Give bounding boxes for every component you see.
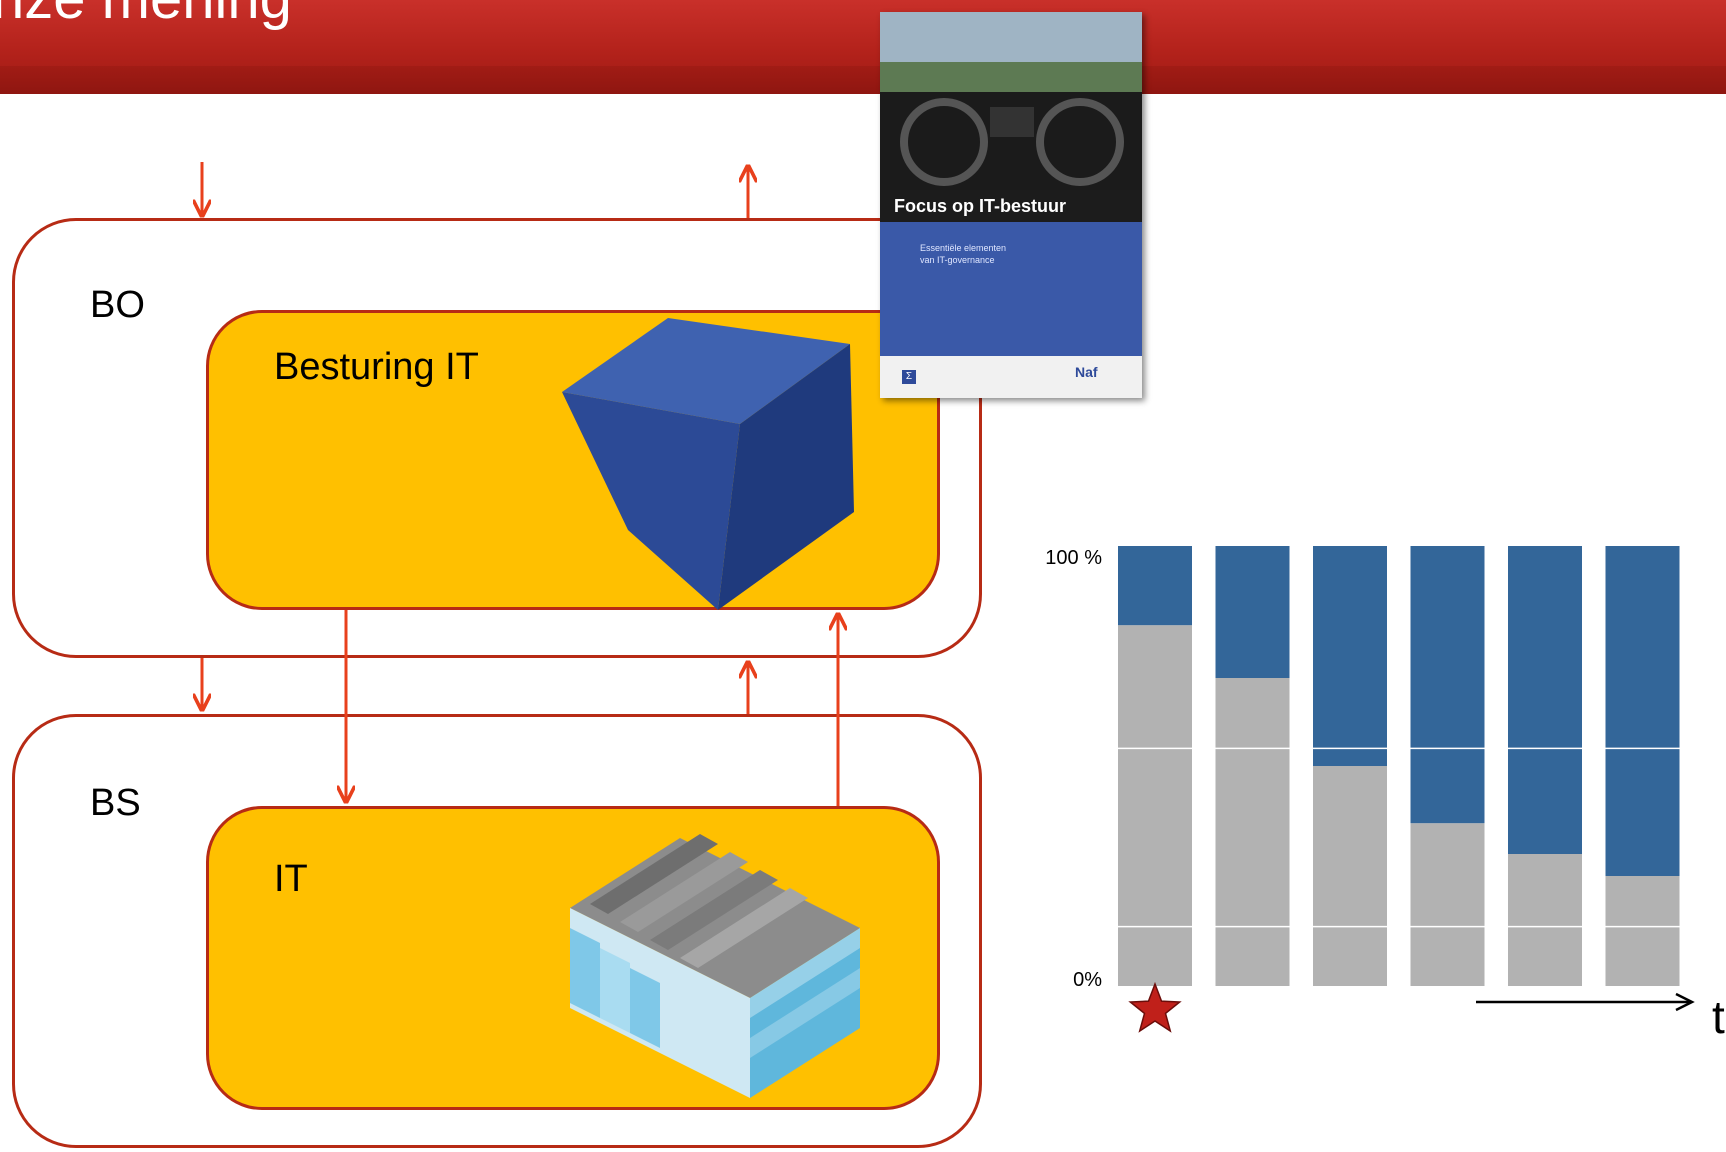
- y-tick-label: 0%: [1073, 969, 1102, 991]
- title-bar-band: [0, 66, 1726, 94]
- publisher-logo-left: Σ: [902, 370, 916, 384]
- bar-segment-blue: [1215, 546, 1290, 678]
- it-label: IT: [274, 858, 308, 900]
- bar-segment-blue: [1410, 546, 1485, 824]
- bo-label: BO: [90, 284, 145, 326]
- bar-segment-grey: [1605, 876, 1680, 986]
- book-cover-image: Focus op IT-bestuur Essentiële elementen…: [880, 12, 1142, 398]
- page-title: nze mening: [0, 0, 292, 28]
- star-marker: [1128, 981, 1182, 1033]
- bar-segment-grey: [1118, 625, 1192, 986]
- stacked-bar-chart: 100 % 0%: [1045, 546, 1695, 1033]
- bar-segment-grey: [1215, 678, 1290, 986]
- bar-segment-grey: [1313, 766, 1387, 986]
- blue-cube-image: [562, 318, 854, 610]
- bar-segment-blue: [1118, 546, 1192, 626]
- bs-label: BS: [90, 782, 141, 824]
- book-subtitle-line1: Essentiële elementen: [920, 243, 1007, 253]
- bar-segment-blue: [1508, 546, 1582, 854]
- book-title: Focus op IT-bestuur: [880, 190, 1142, 222]
- bar-segment-grey: [1508, 854, 1582, 986]
- time-axis-arrowhead: [1675, 992, 1695, 1012]
- bar-segment-blue: [1605, 546, 1680, 876]
- y-tick-label: 100 %: [1045, 547, 1102, 569]
- besturing-it-label: Besturing IT: [274, 346, 479, 388]
- title-bar: nze mening: [0, 0, 1726, 94]
- it-architecture-cube-image: [570, 834, 860, 1098]
- x-axis-label: t: [1712, 991, 1725, 1043]
- book-cover-photo: [880, 12, 1142, 198]
- book-subtitle-line2: van IT-governance: [920, 255, 995, 265]
- book-subtitle: Essentiële elementen van IT-governance: [920, 242, 1006, 266]
- publisher-logo-right: Naf: [1075, 364, 1098, 380]
- bar-segment-grey: [1410, 823, 1485, 986]
- bar-segment-blue: [1313, 546, 1387, 766]
- book-footer: Σ Naf: [880, 356, 1142, 398]
